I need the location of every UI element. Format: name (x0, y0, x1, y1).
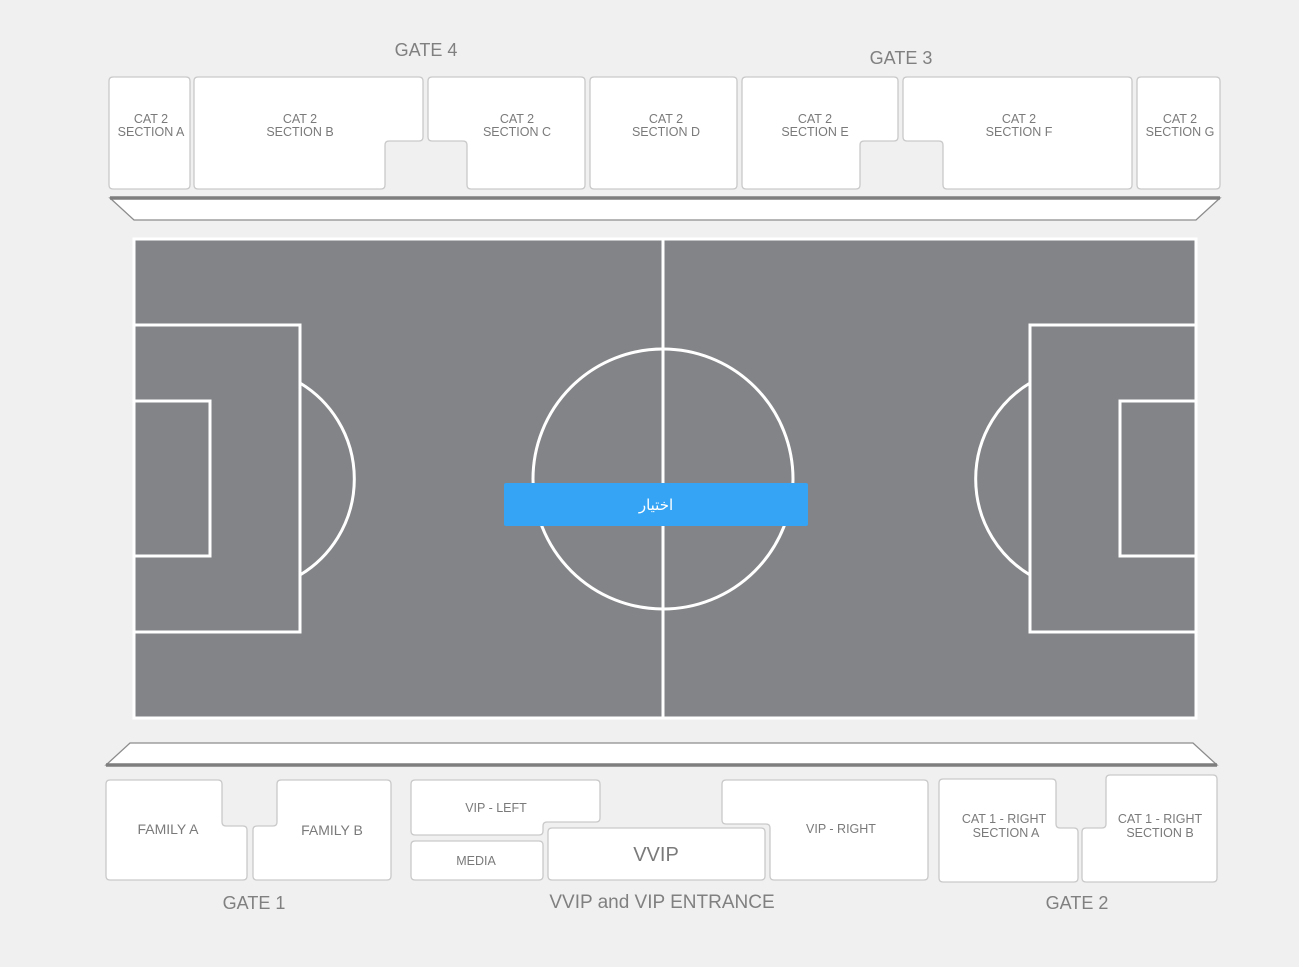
gate-4-label: GATE 4 (395, 40, 458, 60)
section-cat2-e-line2: SECTION E (781, 125, 848, 139)
section-cat2-d[interactable]: CAT 2 SECTION D (589, 76, 738, 190)
section-cat1-right-b[interactable]: CAT 1 - RIGHT SECTION B (1081, 774, 1218, 883)
section-vip-right[interactable]: VIP - RIGHT (721, 779, 929, 881)
right-penalty-arc (974, 381, 1031, 577)
gate-3-label: GATE 3 (870, 48, 933, 68)
section-vvip[interactable]: VVIP (547, 827, 766, 881)
section-cat2-e[interactable]: CAT 2 SECTION E (741, 76, 899, 190)
section-cat2-d-line1: CAT 2 (649, 112, 683, 126)
vip-entrance-label: VVIP and VIP ENTRANCE (549, 892, 774, 913)
section-cat2-c-line2: SECTION C (483, 125, 551, 139)
gate-1-label: GATE 1 (223, 893, 286, 913)
section-cat1-right-b-line1: CAT 1 - RIGHT (1118, 812, 1203, 826)
section-cat2-d-line2: SECTION D (632, 125, 700, 139)
section-cat2-b-line2: SECTION B (266, 125, 333, 139)
section-family-a[interactable]: FAMILY A (105, 779, 248, 881)
section-cat2-b[interactable]: CAT 2 SECTION B (193, 76, 424, 190)
north-stand-edge (108, 197, 1222, 221)
section-vip-left[interactable]: VIP - LEFT (410, 779, 601, 836)
section-vip-right-label: VIP - RIGHT (806, 822, 876, 836)
section-cat2-b-line1: CAT 2 (283, 112, 317, 126)
section-cat2-c[interactable]: CAT 2 SECTION C (427, 76, 586, 190)
section-family-a-label: FAMILY A (138, 821, 200, 837)
section-vip-left-label: VIP - LEFT (465, 801, 527, 815)
section-cat2-f[interactable]: CAT 2 SECTION F (902, 76, 1133, 190)
section-cat2-a-line2: SECTION A (118, 125, 185, 139)
section-cat2-c-line1: CAT 2 (500, 112, 534, 126)
section-media-label: MEDIA (456, 854, 496, 868)
section-media[interactable]: MEDIA (410, 840, 544, 881)
left-goal-area (132, 399, 212, 558)
section-cat2-a-line1: CAT 2 (134, 112, 168, 126)
section-cat2-g[interactable]: CAT 2 SECTION G (1136, 76, 1221, 190)
section-family-b[interactable]: FAMILY B (252, 779, 392, 881)
section-cat1-right-a[interactable]: CAT 1 - RIGHT SECTION A (938, 778, 1079, 883)
section-cat2-a[interactable]: CAT 2 SECTION A (108, 76, 191, 190)
gate-2-label: GATE 2 (1046, 893, 1109, 913)
section-cat1-right-b-line2: SECTION B (1126, 826, 1193, 840)
football-pitch (132, 237, 1198, 720)
section-cat1-right-a-line2: SECTION A (973, 826, 1040, 840)
left-penalty-arc (299, 381, 356, 577)
section-cat2-e-line1: CAT 2 (798, 112, 832, 126)
right-goal-area (1118, 399, 1198, 558)
section-cat2-f-line2: SECTION F (986, 125, 1053, 139)
section-cat2-g-line1: CAT 2 (1163, 112, 1197, 126)
center-circle (531, 347, 795, 611)
section-cat2-f-line1: CAT 2 (1002, 112, 1036, 126)
pitch-surface (132, 237, 1198, 720)
section-cat2-g-line2: SECTION G (1146, 125, 1215, 139)
section-family-b-label: FAMILY B (301, 822, 363, 838)
choose-button[interactable]: اختيار (504, 483, 808, 526)
section-cat1-right-a-line1: CAT 1 - RIGHT (962, 812, 1047, 826)
south-stand-edge (104, 742, 1219, 766)
section-vvip-label: VVIP (633, 844, 679, 866)
